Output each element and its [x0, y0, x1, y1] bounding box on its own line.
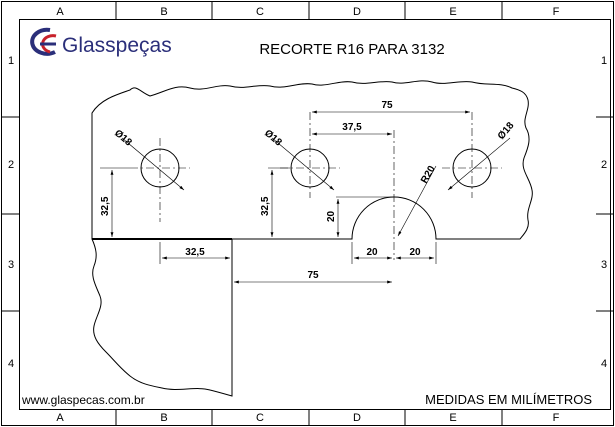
- row-labels-left: 1 2 3 4: [8, 55, 14, 370]
- dim-height-left: 32,5: [100, 196, 111, 216]
- center-lines: [130, 112, 502, 260]
- lower-glass-outline: [91, 238, 233, 397]
- col-label: E: [449, 412, 456, 424]
- col-label: B: [160, 6, 167, 18]
- row-label: 2: [8, 159, 14, 171]
- brand-name: Glasspeças: [62, 34, 172, 57]
- row-label: 4: [8, 358, 14, 370]
- dim-span-75-top: 75: [381, 100, 393, 111]
- glass-part-outline: [91, 80, 533, 240]
- glasspecas-logo-icon: [30, 27, 57, 56]
- dim-span-37-5: 37,5: [342, 122, 362, 133]
- dim-line-height-left: [100, 167, 130, 237]
- col-label: A: [56, 6, 64, 18]
- col-label: C: [256, 412, 264, 424]
- dim-hole-right: Ø18: [496, 120, 517, 142]
- row-label: 2: [601, 159, 607, 171]
- col-label: A: [56, 412, 64, 424]
- radius-leader: [397, 165, 437, 237]
- col-label: F: [553, 6, 560, 18]
- row-label: 3: [8, 259, 14, 271]
- dim-corner: 32,5: [185, 247, 205, 258]
- dim-line-notch-widths: [351, 242, 437, 264]
- dim-line-corner: [159, 242, 230, 264]
- dim-notch-height: 20: [326, 210, 337, 222]
- website-label: www.glaspecas.com.br: [21, 393, 145, 407]
- col-label: C: [256, 6, 264, 18]
- row-ticks: [1, 116, 614, 312]
- diameter-leaders: [121, 137, 511, 191]
- col-label: B: [160, 412, 167, 424]
- row-label: 1: [8, 55, 14, 67]
- column-ticks: [115, 1, 503, 426]
- row-label: 4: [601, 358, 607, 370]
- dim-notch-left: 20: [366, 247, 378, 258]
- col-label: D: [353, 412, 361, 424]
- col-label: F: [553, 412, 560, 424]
- col-label: E: [449, 6, 456, 18]
- column-labels-top: A B C D E F: [56, 6, 559, 18]
- row-label: 3: [601, 259, 607, 271]
- units-label: MEDIDAS EM MILÍMETROS: [425, 392, 592, 407]
- dim-height-mid: 32,5: [260, 196, 271, 216]
- col-label: D: [353, 6, 361, 18]
- dim-notch-right: 20: [409, 247, 421, 258]
- dim-line-height-mid: [268, 167, 290, 237]
- page-title: RECORTE R16 PARA 3132: [259, 41, 444, 58]
- row-labels-right: 1 2 3 4: [601, 55, 607, 370]
- column-labels-bottom: A B C D E F: [56, 412, 559, 424]
- dim-span-75-bottom: 75: [307, 270, 319, 281]
- row-label: 1: [601, 55, 607, 67]
- dim-line-notch-height: [336, 196, 394, 237]
